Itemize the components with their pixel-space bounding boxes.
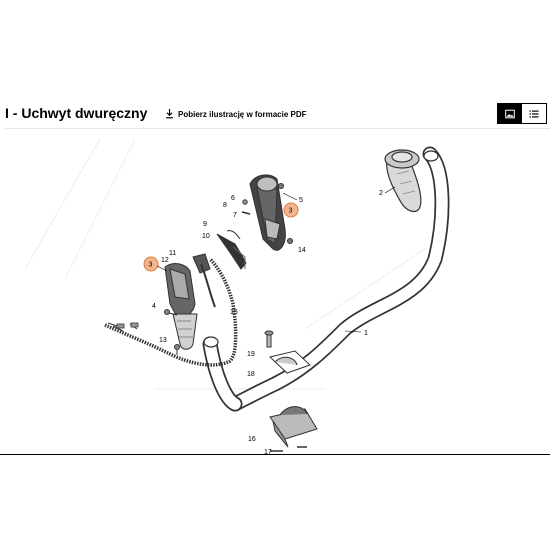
callout-1: 1 [364, 330, 368, 337]
throttle-cable [104, 257, 238, 367]
callout-3-highlight-left [143, 256, 159, 272]
callout-16: 16 [248, 436, 256, 443]
callout-15: 15 [230, 309, 238, 316]
list-icon [529, 110, 539, 117]
callout-12: 12 [161, 257, 169, 264]
view-toggle [497, 103, 547, 124]
callout-2: 2 [379, 190, 383, 197]
download-icon [166, 109, 173, 119]
callout-9: 9 [203, 221, 207, 228]
callout-14: 14 [298, 247, 306, 254]
parts-diagram: 1 2 3 3 4 5 6 7 8 9 10 11 12 13 14 15 16… [5, 128, 550, 455]
small-parts [216, 199, 251, 270]
page-header: I - Uchwyt dwuręczny Pobierz ilustrację … [0, 100, 550, 128]
callout-8: 8 [223, 202, 227, 209]
callout-7: 7 [233, 212, 237, 219]
callout-5: 5 [299, 197, 303, 204]
upper-clamp-bracket [264, 330, 311, 374]
image-icon [505, 109, 515, 118]
image-view-button[interactable] [498, 104, 522, 123]
lower-clamp [269, 406, 318, 452]
callout-19: 19 [247, 351, 255, 358]
screws [164, 309, 180, 355]
callout-4: 4 [152, 303, 156, 310]
callout-18: 18 [247, 371, 255, 378]
right-grip [384, 149, 422, 213]
control-handle-housing [249, 174, 293, 251]
throttle-lever [192, 253, 216, 308]
callout-3-right: 3 [289, 208, 293, 215]
callout-6: 6 [231, 195, 235, 202]
callout-13: 13 [159, 337, 167, 344]
download-pdf-label: Pobierz ilustrację w formacie PDF [178, 109, 307, 119]
exploded-view-drawing: 1 2 3 3 4 5 6 7 8 9 10 11 12 13 14 15 16… [24, 138, 450, 455]
list-view-button[interactable] [522, 104, 546, 123]
callout-17: 17 [264, 449, 272, 455]
callout-3-highlight-right [283, 202, 299, 218]
callout-10: 10 [202, 233, 210, 240]
handlebar-tube [202, 146, 450, 412]
callout-11: 11 [169, 250, 176, 257]
part-callouts: 1 2 3 3 4 5 6 7 8 9 10 11 12 13 14 15 16… [143, 186, 396, 455]
page-title: I - Uchwyt dwuręczny [5, 105, 148, 121]
download-pdf-link[interactable]: Pobierz ilustrację w formacie PDF [165, 109, 306, 119]
callout-3-left: 3 [149, 262, 153, 269]
left-handle-housing [164, 263, 198, 350]
background-sketch [24, 138, 426, 390]
bottom-divider [0, 454, 550, 455]
